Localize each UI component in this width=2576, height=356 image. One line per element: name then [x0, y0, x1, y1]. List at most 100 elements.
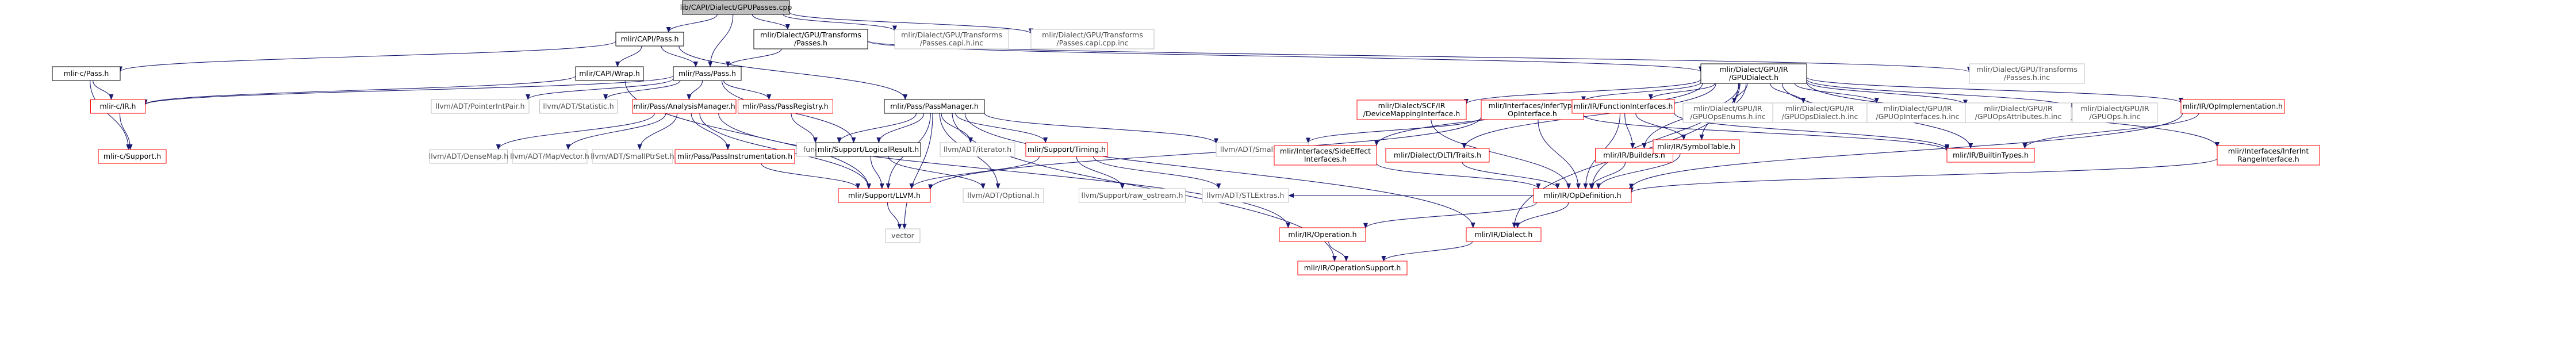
graph-node-root[interactable]: lib/CAPI/Dialect/GPUPasses.cpp	[680, 0, 792, 15]
graph-node-llvm_stlextras[interactable]: llvm/ADT/STLExtras.h	[1202, 188, 1289, 203]
graph-node-ir_operation[interactable]: mlir/IR/Operation.h	[1279, 227, 1366, 242]
graph-node-ir_symboltable[interactable]: mlir/IR/SymbolTable.h	[1653, 139, 1740, 154]
edge-capi_pass-to-mlirc_ir	[93, 80, 114, 100]
graph-node-logical_result[interactable]: mlir/Support/LogicalResult.h	[815, 142, 921, 157]
edge-pass_manager-to-logical_result	[876, 113, 925, 143]
edge-ir_operation-to-ir_opsupport	[1328, 241, 1349, 262]
graph-node-gpu_transforms_passes[interactable]: mlir/Dialect/GPU/Transforms/Passes.h	[753, 29, 868, 49]
node-label: /GPUOpsAttributes.h.inc	[1975, 112, 2062, 121]
node-box	[1772, 102, 1868, 123]
node-label: mlir/IR/Operation.h	[1288, 230, 1356, 239]
edge-ir_opdefinition-to-ir_operation	[1363, 202, 1537, 229]
edge-pass_registry-to-functional	[791, 113, 818, 143]
node-box	[1653, 139, 1740, 154]
node-label: mlir/Dialect/DLTI/Traits.h	[1394, 151, 1481, 159]
graph-node-scf_mapping[interactable]: mlir/Dialect/SCF/IR/DeviceMappingInterfa…	[1356, 99, 1467, 120]
node-label: mlir/Pass/PassInstrumentation.h	[677, 152, 792, 160]
graph-node-gpu_opsattributes[interactable]: mlir/Dialect/GPU/IR/GPUOpsAttributes.h.i…	[1965, 102, 2072, 123]
edge-gpu_dialect-to-scf_mapping	[1464, 79, 1701, 105]
graph-node-gpu_opinterfaces[interactable]: mlir/Dialect/GPU/IR/GPUOpInterfaces.h.in…	[1866, 102, 1969, 123]
node-label: mlir/Support/LLVM.h	[848, 191, 921, 200]
graph-node-llvm_pointerintpair[interactable]: llvm/ADT/PointerIntPair.h	[431, 99, 530, 114]
graph-node-ir_opsupport[interactable]: mlir/IR/OperationSupport.h	[1297, 261, 1408, 275]
node-label: /GPUOpsEnums.h.inc	[1690, 112, 1766, 121]
node-box	[90, 99, 145, 114]
graph-node-pass_registry[interactable]: mlir/Pass/PassRegistry.h	[738, 99, 833, 114]
edge-root-to-gpu_transforms_passes	[752, 14, 790, 30]
edge-dlti_traits-to-ir_opdefinition	[1462, 162, 1560, 189]
graph-node-capi_pass2[interactable]: mlir/CAPI/Pass.h	[615, 32, 684, 47]
graph-node-pass_manager[interactable]: mlir/Pass/PassManager.h	[884, 99, 985, 114]
graph-node-llvm_statistic[interactable]: llvm/ADT/Statistic.h	[539, 99, 618, 114]
node-label: mlir/CAPI/Pass.h	[621, 35, 679, 43]
node-box	[1297, 261, 1408, 275]
node-label: mlir/Pass/Pass.h	[678, 69, 736, 78]
graph-node-llvm_smallptrset[interactable]: llvm/ADT/SmallPtrSet.h	[591, 149, 674, 164]
edge-infer_type-to-ir_opdefinition	[1538, 119, 1581, 189]
node-label: mlir/Interfaces/InferInt	[2228, 147, 2309, 155]
graph-node-pass_instrumentation[interactable]: mlir/Pass/PassInstrumentation.h	[674, 149, 795, 164]
edge-capi_wrap-to-support_llvm	[624, 80, 871, 189]
graph-node-vector[interactable]: vector	[885, 228, 921, 243]
graph-node-gpu_capi_cpp_inc[interactable]: mlir/Dialect/GPU/Transforms/Passes.capi.…	[1030, 29, 1155, 49]
graph-node-dlti_traits[interactable]: mlir/Dialect/DLTI/Traits.h	[1385, 148, 1490, 163]
edge-capi_wrap-to-mlirc_ir	[143, 75, 576, 105]
graph-node-pass_pass[interactable]: mlir/Pass/Pass.h	[673, 66, 742, 81]
node-box	[1385, 148, 1490, 163]
edge-gpu_dialect-to-infer_type	[1581, 82, 1701, 102]
graph-node-capi_pass[interactable]: mlir-c/Pass.h	[52, 66, 121, 81]
edge-side_effect-to-ir_opdefinition	[1376, 163, 1541, 189]
node-box	[1481, 99, 1584, 120]
edge-ir_opdefinition-to-ir_dialect	[1515, 202, 1569, 228]
node-label: llvm/ADT/DenseMap.h	[429, 152, 508, 160]
graph-node-llvm_optional[interactable]: llvm/ADT/Optional.h	[963, 188, 1044, 203]
node-box	[1866, 102, 1969, 123]
graph-node-ir_dialect[interactable]: mlir/IR/Dialect.h	[1466, 227, 1542, 242]
graph-node-gpu_passes_h_inc[interactable]: mlir/Dialect/GPU/Transforms/Passes.h.inc	[1969, 63, 2085, 84]
graph-node-mlirc_support[interactable]: mlir-c/Support.h	[98, 149, 167, 164]
node-label: mlir/Interfaces/InferType	[1489, 101, 1577, 110]
node-label: mlir/Pass/PassManager.h	[890, 102, 979, 110]
graph-node-mlirc_ir[interactable]: mlir-c/IR.h	[90, 99, 145, 114]
graph-node-gpu_dialect[interactable]: mlir/Dialect/GPU/IR/GPUDialect.h	[1700, 63, 1807, 84]
graph-node-gpu_opsenums[interactable]: mlir/Dialect/GPU/IR/GPUOpsEnums.h.inc	[1682, 102, 1773, 123]
graph-node-ir_opdefinition[interactable]: mlir/IR/OpDefinition.h	[1533, 188, 1632, 203]
node-label: mlir/Support/LogicalResult.h	[818, 145, 919, 154]
node-label: llvm/ADT/STLExtras.h	[1207, 191, 1285, 200]
graph-node-gpu_capi_h_inc[interactable]: mlir/Dialect/GPU/Transforms/Passes.capi.…	[894, 29, 1009, 49]
graph-node-gpu_opsdialect[interactable]: mlir/Dialect/GPU/IR/GPUOpsDialect.h.inc	[1772, 102, 1868, 123]
graph-node-op_implementation[interactable]: mlir/IR/OpImplementation.h	[2180, 99, 2285, 114]
node-box	[1700, 63, 1807, 84]
edge-support_llvm-to-vector	[887, 202, 902, 229]
graph-node-capi_wrap[interactable]: mlir/CAPI/Wrap.h	[575, 66, 644, 81]
graph-node-llvm_iterator[interactable]: llvm/ADT/iterator.h	[940, 142, 1015, 157]
node-box	[1025, 142, 1108, 157]
graph-node-function_interfaces[interactable]: mlir/IR/FunctionInterfaces.h	[1571, 99, 1675, 114]
graph-node-gpu_ops[interactable]: mlir/Dialect/GPU/IR/GPUOps.h.inc	[2072, 102, 2158, 123]
edge-op_implementation-to-ir_builtintypes	[2022, 113, 2199, 149]
node-label: mlir/Pass/PassRegistry.h	[742, 102, 828, 110]
edge-support_timing-to-llvm_stlextras	[1093, 156, 1221, 189]
node-label: mlir/Dialect/GPU/IR	[1883, 104, 1952, 113]
graph-node-llvm_mapvector[interactable]: llvm/ADT/MapVector.h	[510, 149, 589, 164]
edge-capi_pass2-to-capi_wrap	[615, 45, 642, 67]
edge-gpu_transforms_passes-to-pass_pass	[726, 48, 782, 67]
node-box	[1279, 227, 1366, 242]
graph-node-analysis_manager[interactable]: mlir/Pass/AnalysisManager.h	[632, 99, 737, 114]
edge-pass_manager-to-vector	[902, 113, 933, 229]
graph-node-support_llvm[interactable]: mlir/Support/LLVM.h	[838, 188, 931, 203]
node-label: llvm/ADT/iterator.h	[944, 145, 1011, 154]
node-label: /DeviceMappingInterface.h	[1363, 109, 1460, 118]
edge-pass_manager-to-ir_opsupport	[952, 113, 1337, 262]
graph-node-llvm_densemap[interactable]: llvm/ADT/DenseMap.h	[429, 149, 508, 164]
graph-node-raw_ostream[interactable]: llvm/Support/raw_ostream.h	[1079, 188, 1186, 203]
graph-node-support_timing[interactable]: mlir/Support/Timing.h	[1025, 142, 1108, 157]
node-label: mlir/Support/Timing.h	[1028, 145, 1106, 154]
node-label: mlir/Dialect/GPU/Transforms	[760, 30, 861, 39]
graph-node-ir_builtintypes[interactable]: mlir/IR/BuiltinTypes.h	[1946, 148, 2035, 163]
edge-capi_pass2-to-pass_pass	[661, 45, 698, 67]
